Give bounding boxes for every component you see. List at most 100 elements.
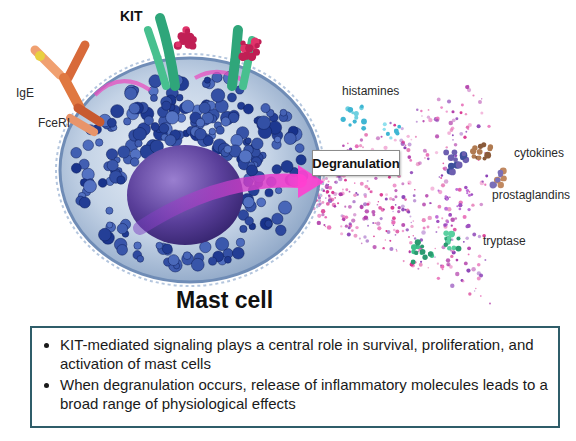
- particle: [427, 267, 429, 269]
- particle: [383, 208, 385, 210]
- particle: [466, 268, 470, 272]
- molecule-group: [174, 26, 507, 264]
- particle: [419, 263, 423, 267]
- particle: [353, 213, 356, 216]
- molecule: [443, 223, 447, 227]
- particle: [396, 250, 397, 251]
- particle: [413, 199, 416, 202]
- particle: [450, 283, 454, 287]
- particle: [405, 209, 407, 211]
- particle: [410, 225, 413, 228]
- particle: [389, 240, 391, 242]
- particle: [394, 189, 397, 192]
- ige-receptor: [35, 45, 100, 132]
- particle: [366, 203, 369, 206]
- molecule: [498, 182, 504, 188]
- molecule: [452, 150, 458, 156]
- particle: [394, 139, 397, 142]
- particle: [328, 184, 329, 185]
- particle: [352, 200, 355, 203]
- granule: [117, 176, 125, 184]
- molecule: [176, 42, 181, 47]
- molecule: [245, 44, 253, 52]
- particle: [452, 251, 456, 255]
- granule: [284, 133, 296, 145]
- molecule: [498, 170, 504, 176]
- particle: [422, 218, 426, 222]
- particle: [349, 222, 352, 225]
- molecule: [448, 155, 454, 161]
- particle: [392, 216, 396, 220]
- particle: [404, 198, 407, 201]
- particle: [341, 193, 343, 195]
- granule: [261, 104, 270, 113]
- particle: [416, 109, 418, 111]
- granule: [168, 255, 179, 266]
- particle: [417, 268, 419, 270]
- particle: [456, 259, 459, 262]
- molecule: [189, 42, 196, 49]
- particle: [403, 260, 405, 262]
- particle: [484, 259, 486, 261]
- particle: [362, 217, 366, 221]
- granule: [252, 138, 264, 150]
- molecule: [460, 151, 468, 159]
- granule: [118, 146, 130, 158]
- particle: [394, 195, 397, 198]
- particle: [435, 231, 437, 233]
- particle: [364, 133, 368, 137]
- particle: [378, 206, 382, 210]
- granule: [130, 158, 139, 167]
- cell-name: Mast cell: [176, 287, 273, 313]
- granule: [156, 242, 163, 249]
- particle: [440, 106, 443, 109]
- molecule: [467, 208, 470, 211]
- molecule: [354, 116, 358, 120]
- particle: [484, 184, 486, 186]
- granule: [83, 140, 94, 151]
- receptor-label: IgE: [16, 86, 34, 101]
- granule: [232, 247, 244, 259]
- particle: [411, 222, 413, 224]
- granule: [216, 126, 224, 134]
- note-box: KIT-mediated signaling plays a central r…: [30, 326, 560, 428]
- particle: [328, 194, 331, 197]
- granule: [176, 94, 183, 101]
- particle: [363, 235, 366, 238]
- granule: [240, 225, 247, 232]
- particle: [436, 119, 439, 122]
- particle: [451, 110, 454, 113]
- particle: [481, 98, 482, 99]
- granule: [183, 252, 191, 260]
- molecule: [501, 175, 507, 181]
- particle: [321, 201, 324, 204]
- cell-body: [60, 58, 320, 282]
- fceri-receptor: [70, 118, 94, 132]
- particle: [461, 279, 464, 282]
- granule: [265, 189, 273, 197]
- molecule: [411, 260, 416, 265]
- molecule: [359, 105, 364, 110]
- particle: [406, 228, 409, 231]
- particle: [409, 241, 413, 245]
- molecule: [444, 207, 448, 211]
- molecule: [341, 117, 346, 122]
- granule: [107, 160, 118, 171]
- particle: [472, 94, 474, 96]
- molecule: [428, 251, 434, 257]
- granule: [137, 255, 144, 262]
- particle: [437, 205, 441, 209]
- bullet-text: When degranulation occurs, release of in…: [60, 375, 550, 413]
- particle: [461, 104, 464, 107]
- particle: [325, 177, 328, 180]
- molecule: [411, 244, 417, 250]
- particle: [374, 222, 376, 224]
- molecule: [495, 177, 500, 182]
- particle: [406, 135, 409, 138]
- particle: [444, 179, 449, 184]
- molecule-label: tryptase: [483, 234, 526, 249]
- particle: [414, 237, 416, 239]
- particle: [347, 232, 351, 236]
- particle: [427, 225, 430, 228]
- particle: [377, 204, 379, 206]
